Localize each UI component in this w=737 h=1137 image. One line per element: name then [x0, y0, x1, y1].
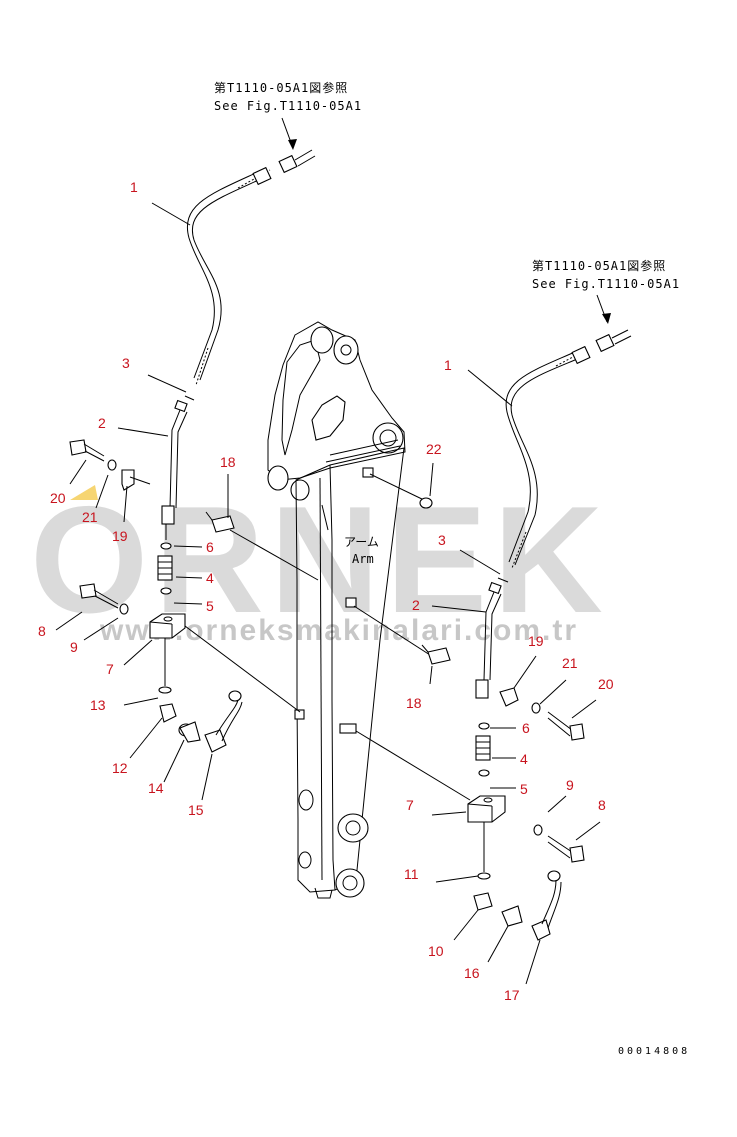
- clamp-block-middle: [345, 597, 357, 608]
- callout-6-right: 6: [522, 720, 530, 736]
- callout-16: 16: [464, 965, 480, 981]
- callout-21-left: 21: [82, 509, 98, 525]
- clamp-block-lower: [339, 723, 357, 734]
- callout-5-left: 5: [206, 598, 214, 614]
- clamp-block-upper: [362, 467, 374, 478]
- right-hose-assembly: [353, 329, 632, 941]
- left-hose-assembly: [69, 149, 319, 753]
- callout-6-left: 6: [206, 539, 214, 555]
- callout-11: 11: [404, 866, 419, 882]
- callout-4-left: 4: [206, 570, 214, 586]
- arm-label-jp: アーム: [344, 535, 379, 549]
- callout-17: 17: [504, 987, 520, 1003]
- callout-15: 15: [188, 802, 204, 818]
- watermark: ORNEK www.orneksmakinalari.com.tr: [30, 475, 603, 647]
- callout-2-right: 2: [412, 597, 420, 613]
- callout-22: 22: [426, 441, 442, 457]
- callout-3-right: 3: [438, 532, 446, 548]
- callout-1-right: 1: [444, 357, 452, 373]
- callout-5-right: 5: [520, 781, 528, 797]
- callout-3-left: 3: [122, 355, 130, 371]
- callout-9-right: 9: [566, 777, 574, 793]
- callout-12: 12: [112, 760, 128, 776]
- callout-2-left: 2: [98, 415, 106, 431]
- drawing-number: 00014808: [618, 1046, 690, 1057]
- arm-body: アーム Arm: [267, 321, 406, 899]
- callout-8-right: 8: [598, 797, 606, 813]
- callout-9-left: 9: [70, 639, 78, 655]
- reference-left-jp: 第T1110-05A1図参照: [214, 80, 348, 95]
- callout-19-left: 19: [112, 528, 128, 544]
- callout-19-right: 19: [528, 633, 544, 649]
- callout-21-right: 21: [562, 655, 578, 671]
- callout-4-right: 4: [520, 751, 528, 767]
- callout-10: 10: [428, 943, 444, 959]
- callout-20-left: 20: [50, 490, 66, 506]
- reference-left-en: See Fig.T1110-05A1: [214, 99, 362, 113]
- callout-14: 14: [148, 780, 164, 796]
- watermark-logo-accent: [70, 485, 98, 500]
- leader-lines: [55, 202, 601, 985]
- callout-7-right: 7: [406, 797, 414, 813]
- callout-18-left: 18: [220, 454, 236, 470]
- callout-20-right: 20: [598, 676, 614, 692]
- arm-label-en: Arm: [352, 552, 374, 566]
- reference-right-en: See Fig.T1110-05A1: [532, 277, 680, 291]
- callout-8-left: 8: [38, 623, 46, 639]
- callout-13: 13: [90, 697, 106, 713]
- clamp-block-side: [294, 709, 305, 720]
- callout-7-left: 7: [106, 661, 114, 677]
- reference-arrow-left: [281, 117, 297, 150]
- callout-18-right: 18: [406, 695, 422, 711]
- reference-right-jp: 第T1110-05A1図参照: [532, 258, 666, 273]
- callout-numbers: 1 3 2 20 21 19 18 6 4 5 8 9 7 13 12 14 1…: [38, 179, 614, 1003]
- callout-1-left: 1: [130, 179, 138, 195]
- reference-arrow-right: [596, 294, 611, 324]
